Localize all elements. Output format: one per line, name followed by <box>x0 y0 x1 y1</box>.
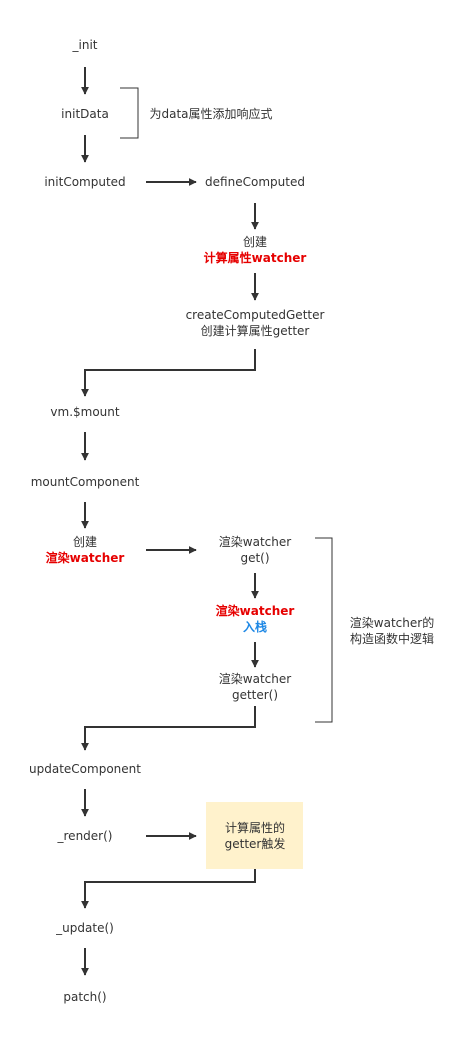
arrow-computed-getter-to-update <box>81 862 256 909</box>
arrow-getter-to-updatecomponent <box>81 706 256 751</box>
node-render-watcher-getter: 渲染watcher getter() <box>218 672 292 702</box>
node-create-computed-watcher: 创建 计算属性watcher <box>203 235 307 265</box>
node-init: _init <box>72 38 98 52</box>
node-update: _update() <box>56 921 114 935</box>
initdata-bracket <box>120 87 139 139</box>
node-initdata: initData <box>61 107 109 121</box>
constructor-bracket <box>315 537 333 723</box>
node-patch: patch() <box>63 990 107 1004</box>
node-create-render-watcher: 创建 渲染watcher <box>45 535 125 565</box>
constructor-note: 渲染watcher的 构造函数中逻辑 <box>349 616 435 646</box>
node-create-computed-getter: createComputedGetter 创建计算属性getter <box>185 308 325 338</box>
node-updatecomponent: updateComponent <box>29 762 141 776</box>
node-mountcomponent: mountComponent <box>30 475 140 489</box>
arrow-getter-to-mount <box>81 349 256 397</box>
node-render: _render() <box>57 829 113 843</box>
initdata-note: 为data属性添加响应式 <box>149 107 273 121</box>
computed-getter-note-box <box>206 802 303 869</box>
node-render-watcher-get: 渲染watcher get() <box>218 535 292 565</box>
node-initcomputed: initComputed <box>44 175 126 189</box>
node-computed-getter-trigger: 计算属性的 getter触发 <box>224 821 286 851</box>
node-definecomputed: defineComputed <box>205 175 305 189</box>
node-render-watcher-push: 渲染watcher 入栈 <box>215 604 295 634</box>
node-vm-mount: vm.$mount <box>50 405 120 419</box>
